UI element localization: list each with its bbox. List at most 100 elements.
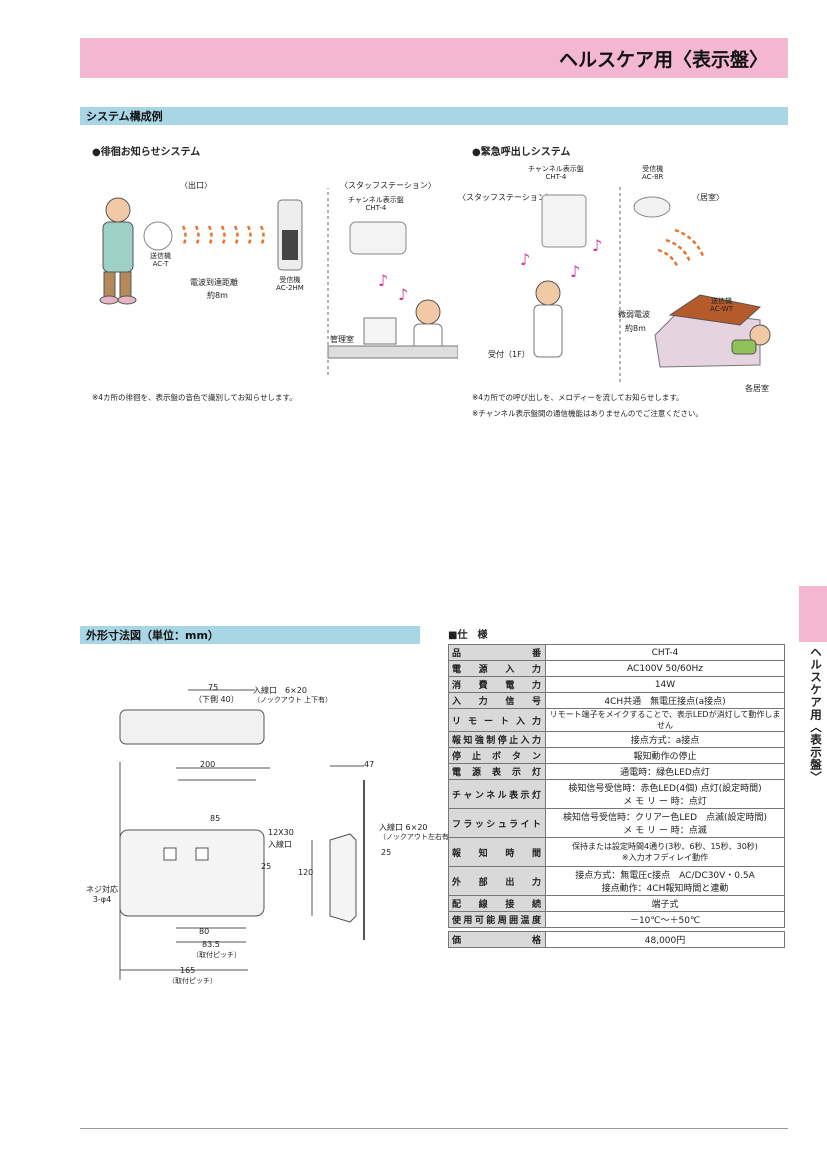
dimension-drawing [119,689,365,980]
reception-label: 受付（1F） [488,350,530,359]
spec-value-line: 通電時：緑色LED点灯 [620,768,710,778]
spec-key: 使用可能周囲温度 [448,911,546,928]
spec-value-line: 接点方式：a接点 [630,736,700,746]
svg-text:♪: ♪ [378,271,388,290]
spec-row: 報知強制停止入力 接点方式：a接点 [448,731,785,748]
dim-knockout-top: （ノックアウト 上下有） [253,696,333,704]
price-value: 48,000円 [545,931,785,948]
each-room-label: 各居室 [745,384,769,393]
dim-85: 85 [210,814,221,823]
exit-label: 〈出口〉 [180,181,212,190]
section-title: 外形寸法図（単位：mm） [86,629,219,642]
right-system-title: ●緊急呼出しシステム [472,147,571,158]
spec-key: 停止ボタン [448,747,546,764]
svg-text:♪: ♪ [520,250,530,269]
right-receiver-label: 受信機 AC-8R [642,165,664,181]
spec-value: 14W [545,676,785,693]
dim-top-below: （下側 40） [194,695,239,704]
dim-pitch-83-5: （取付ピッチ） [192,951,241,959]
right-note-1: ※4カ所での呼び出しを、メロディーを流してお知らせします。 [472,393,684,402]
dim-12x30: 12X30 [268,828,294,837]
section-title: システム構成例 [86,110,163,123]
spec-value: －10℃～＋50℃ [545,911,785,928]
spec-title: ■仕 様 [448,630,488,641]
spec-value-line-2: メ モ リ ー 時：点滅 [623,826,707,836]
side-tab-label: ヘルスケア用〈表示盤〉 [809,646,823,784]
dim-knockout-side: （ノックアウト左右有） [379,833,456,841]
svg-text:♪: ♪ [398,285,408,304]
spec-row: 使用可能周囲温度 －10℃～＋50℃ [448,911,785,928]
spec-row: 報知時間保持または設定時間4通り(3秒、6秒、15秒、30秒)※入力オフディレイ… [448,837,785,867]
spec-row: 品番 CHT-4 [448,644,785,661]
dim-80: 80 [199,927,210,936]
spec-value-line: 端子式 [651,900,679,910]
spec-value-line-2: メ モ リ ー 時：点灯 [623,797,707,807]
spec-value: 接点方式：a接点 [545,731,785,748]
spec-value: 端子式 [545,895,785,912]
distance-value: 約8m [207,291,228,300]
spec-key: フラッシュライト [448,808,546,838]
staff-station-label: 〈スタッフステーション〉 [340,181,436,190]
spec-key: リモート入力 [448,708,546,732]
dim-120: 120 [298,868,314,877]
weak-wave-label: 微弱電波 [618,310,650,319]
right-note-2: ※チャンネル表示盤間の通信機能はありませんのでご注意ください。 [472,409,703,418]
left-system-title: ●徘徊お知らせシステム [92,147,201,158]
desk [327,345,458,359]
room-label: 管理室 [330,335,354,344]
spec-key: チャンネル表示灯 [448,779,546,809]
elderly-man-figure [99,197,137,305]
dim-pitch-165: （取付ピッチ） [168,977,217,985]
spec-key: 配線接続 [448,895,546,912]
dim-83-5: 83.5 [202,940,220,949]
spec-value: 検知信号受信時：クリアー色LED 点滅(設定時間) メ モ リ ー 時：点滅 [545,808,785,838]
spec-row: 配線接続 端子式 [448,895,785,912]
spec-row: フラッシュライト 検知信号受信時：クリアー色LED 点滅(設定時間) メ モ リ ー… [448,808,785,838]
dim-25: 25 [261,862,272,871]
price-key: 価格 [448,931,546,948]
reception-nurse [533,280,563,358]
spec-key: 報知強制停止入力 [448,731,546,748]
spec-value: 保持または設定時間4通り(3秒、6秒、15秒、30秒)※入力オフディレイ動作 [545,837,785,867]
dim-inlet-side: 入線口 6×20 [379,823,428,832]
spec-key: 品番 [448,644,546,661]
right-room-label: 〈居室〉 [692,193,724,202]
spec-value-line-2: 接点動作：4CH報知時間と連動 [601,884,729,894]
spec-key: 報知時間 [448,837,546,867]
panel-cht-4-right [541,194,587,248]
spec-row: リモート入力リモート端子をメイクすることで、表示LEDが消灯して動作しません [448,708,785,732]
spec-value-line-2: ※入力オフディレイ動作 [621,853,709,862]
spec-value: 検知信号受信時：赤色LED(4個) 点灯(設定時間)メ モ リ ー 時：点灯 [545,779,785,809]
left-note: ※4カ所の徘徊を、表示盤の音色で識別してお知らせします。 [92,393,297,402]
spec-value-line: CHT-4 [651,647,679,658]
spec-key: 外部出力 [448,866,546,896]
spec-value: リモート端子をメイクすることで、表示LEDが消灯して動作しません [545,708,785,732]
receiver-label: 受信機 AC-2HM [276,276,304,292]
spec-value: AC100V 50/60Hz [545,660,785,677]
spec-value: 通電時：緑色LED点灯 [545,763,785,780]
spec-value-line: －10℃～＋50℃ [629,916,701,926]
spec-value: 接点方式：無電圧c接点 AC/DC30V・0.5A 接点動作：4CH報知時間と連動 [545,866,785,896]
elderly-patient [731,324,771,355]
right-panel-label: チャンネル表示盤 CHT-4 [528,165,584,181]
svg-text:♪: ♪ [592,236,602,255]
dim-75: 75 [208,683,219,692]
weak-distance-value: 約8m [625,324,646,333]
panel-cht-4 [349,221,407,255]
spec-key: 入力信号 [448,692,546,709]
spec-value-line: 接点方式：無電圧c接点 AC/DC30V・0.5A [575,871,755,881]
transmitter-ac-t [143,221,173,251]
dim-165: 165 [180,966,196,975]
spec-value-line: AC100V 50/60Hz [627,663,703,674]
spec-row: チャンネル表示灯検知信号受信時：赤色LED(4個) 点灯(設定時間)メ モ リ … [448,779,785,809]
footer-rule [80,1128,788,1129]
top-view [119,709,265,745]
front-view [119,829,265,917]
dim-200: 200 [200,760,216,769]
spec-value-line: 検知信号受信時：クリアー色LED 点滅(設定時間) [562,813,768,823]
spec-row: 外部出力 接点方式：無電圧c接点 AC/DC30V・0.5A 接点動作：4CH報知時… [448,866,785,896]
wandering-system-illustration: ♪ ♪ [99,188,458,378]
